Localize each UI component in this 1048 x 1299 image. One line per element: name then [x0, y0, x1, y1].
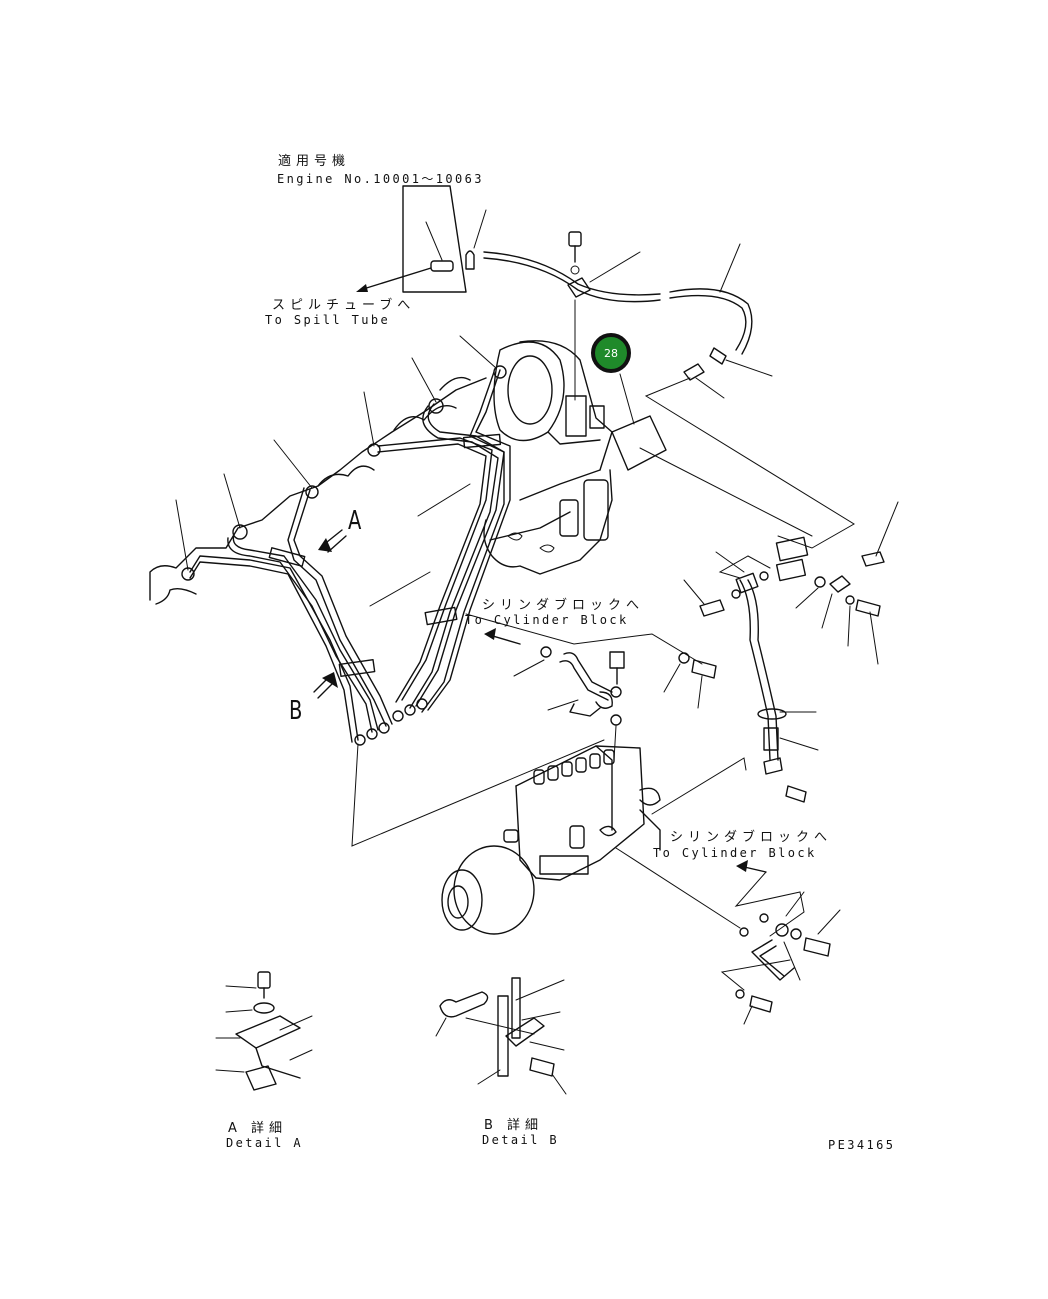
- view-marker-b: B: [289, 696, 303, 726]
- detail-a-drawing: [215, 971, 313, 1091]
- spill-tube-label-jp: スピルチューブへ: [272, 298, 416, 313]
- return-hose: [683, 551, 819, 803]
- cylinder-block-lower-label: To Cylinder Block: [653, 846, 817, 860]
- view-arrow-a: [318, 529, 347, 553]
- cylinder-block-upper-label: To Cylinder Block: [465, 613, 629, 627]
- part-callout-28[interactable]: 28: [591, 333, 631, 373]
- cylinder-block-pipe-lower: [720, 860, 841, 1025]
- spill-tube-hose: [483, 231, 773, 401]
- engine-block-outline: [149, 340, 613, 605]
- fuel-injection-pipes: [175, 335, 605, 847]
- detail-b-title: Detail B: [482, 1133, 559, 1147]
- detail-a-title-jp: A 詳細: [228, 1121, 288, 1136]
- applicable-engine-jp: 適用号機: [278, 154, 351, 169]
- spill-tube-label: To Spill Tube: [265, 313, 391, 327]
- view-arrow-b: [313, 672, 338, 699]
- bracket-assembly: [611, 373, 899, 665]
- engine-number-range: Engine No.10001～10063: [277, 172, 484, 186]
- detail-b-title-jp: B 詳細: [484, 1118, 544, 1133]
- detail-a-title: Detail A: [226, 1136, 303, 1150]
- cylinder-block-pipe-upper: [465, 613, 717, 761]
- cylinder-block-upper-jp: シリンダブロックへ: [482, 598, 645, 613]
- spill-tube-inset: [356, 185, 487, 293]
- drawing-code: PE34165: [828, 1138, 896, 1152]
- cylinder-block-lower-jp: シリンダブロックへ: [670, 830, 833, 845]
- detail-b-drawing: [435, 977, 567, 1095]
- view-marker-a: A: [348, 506, 362, 536]
- injection-pump: [441, 745, 747, 935]
